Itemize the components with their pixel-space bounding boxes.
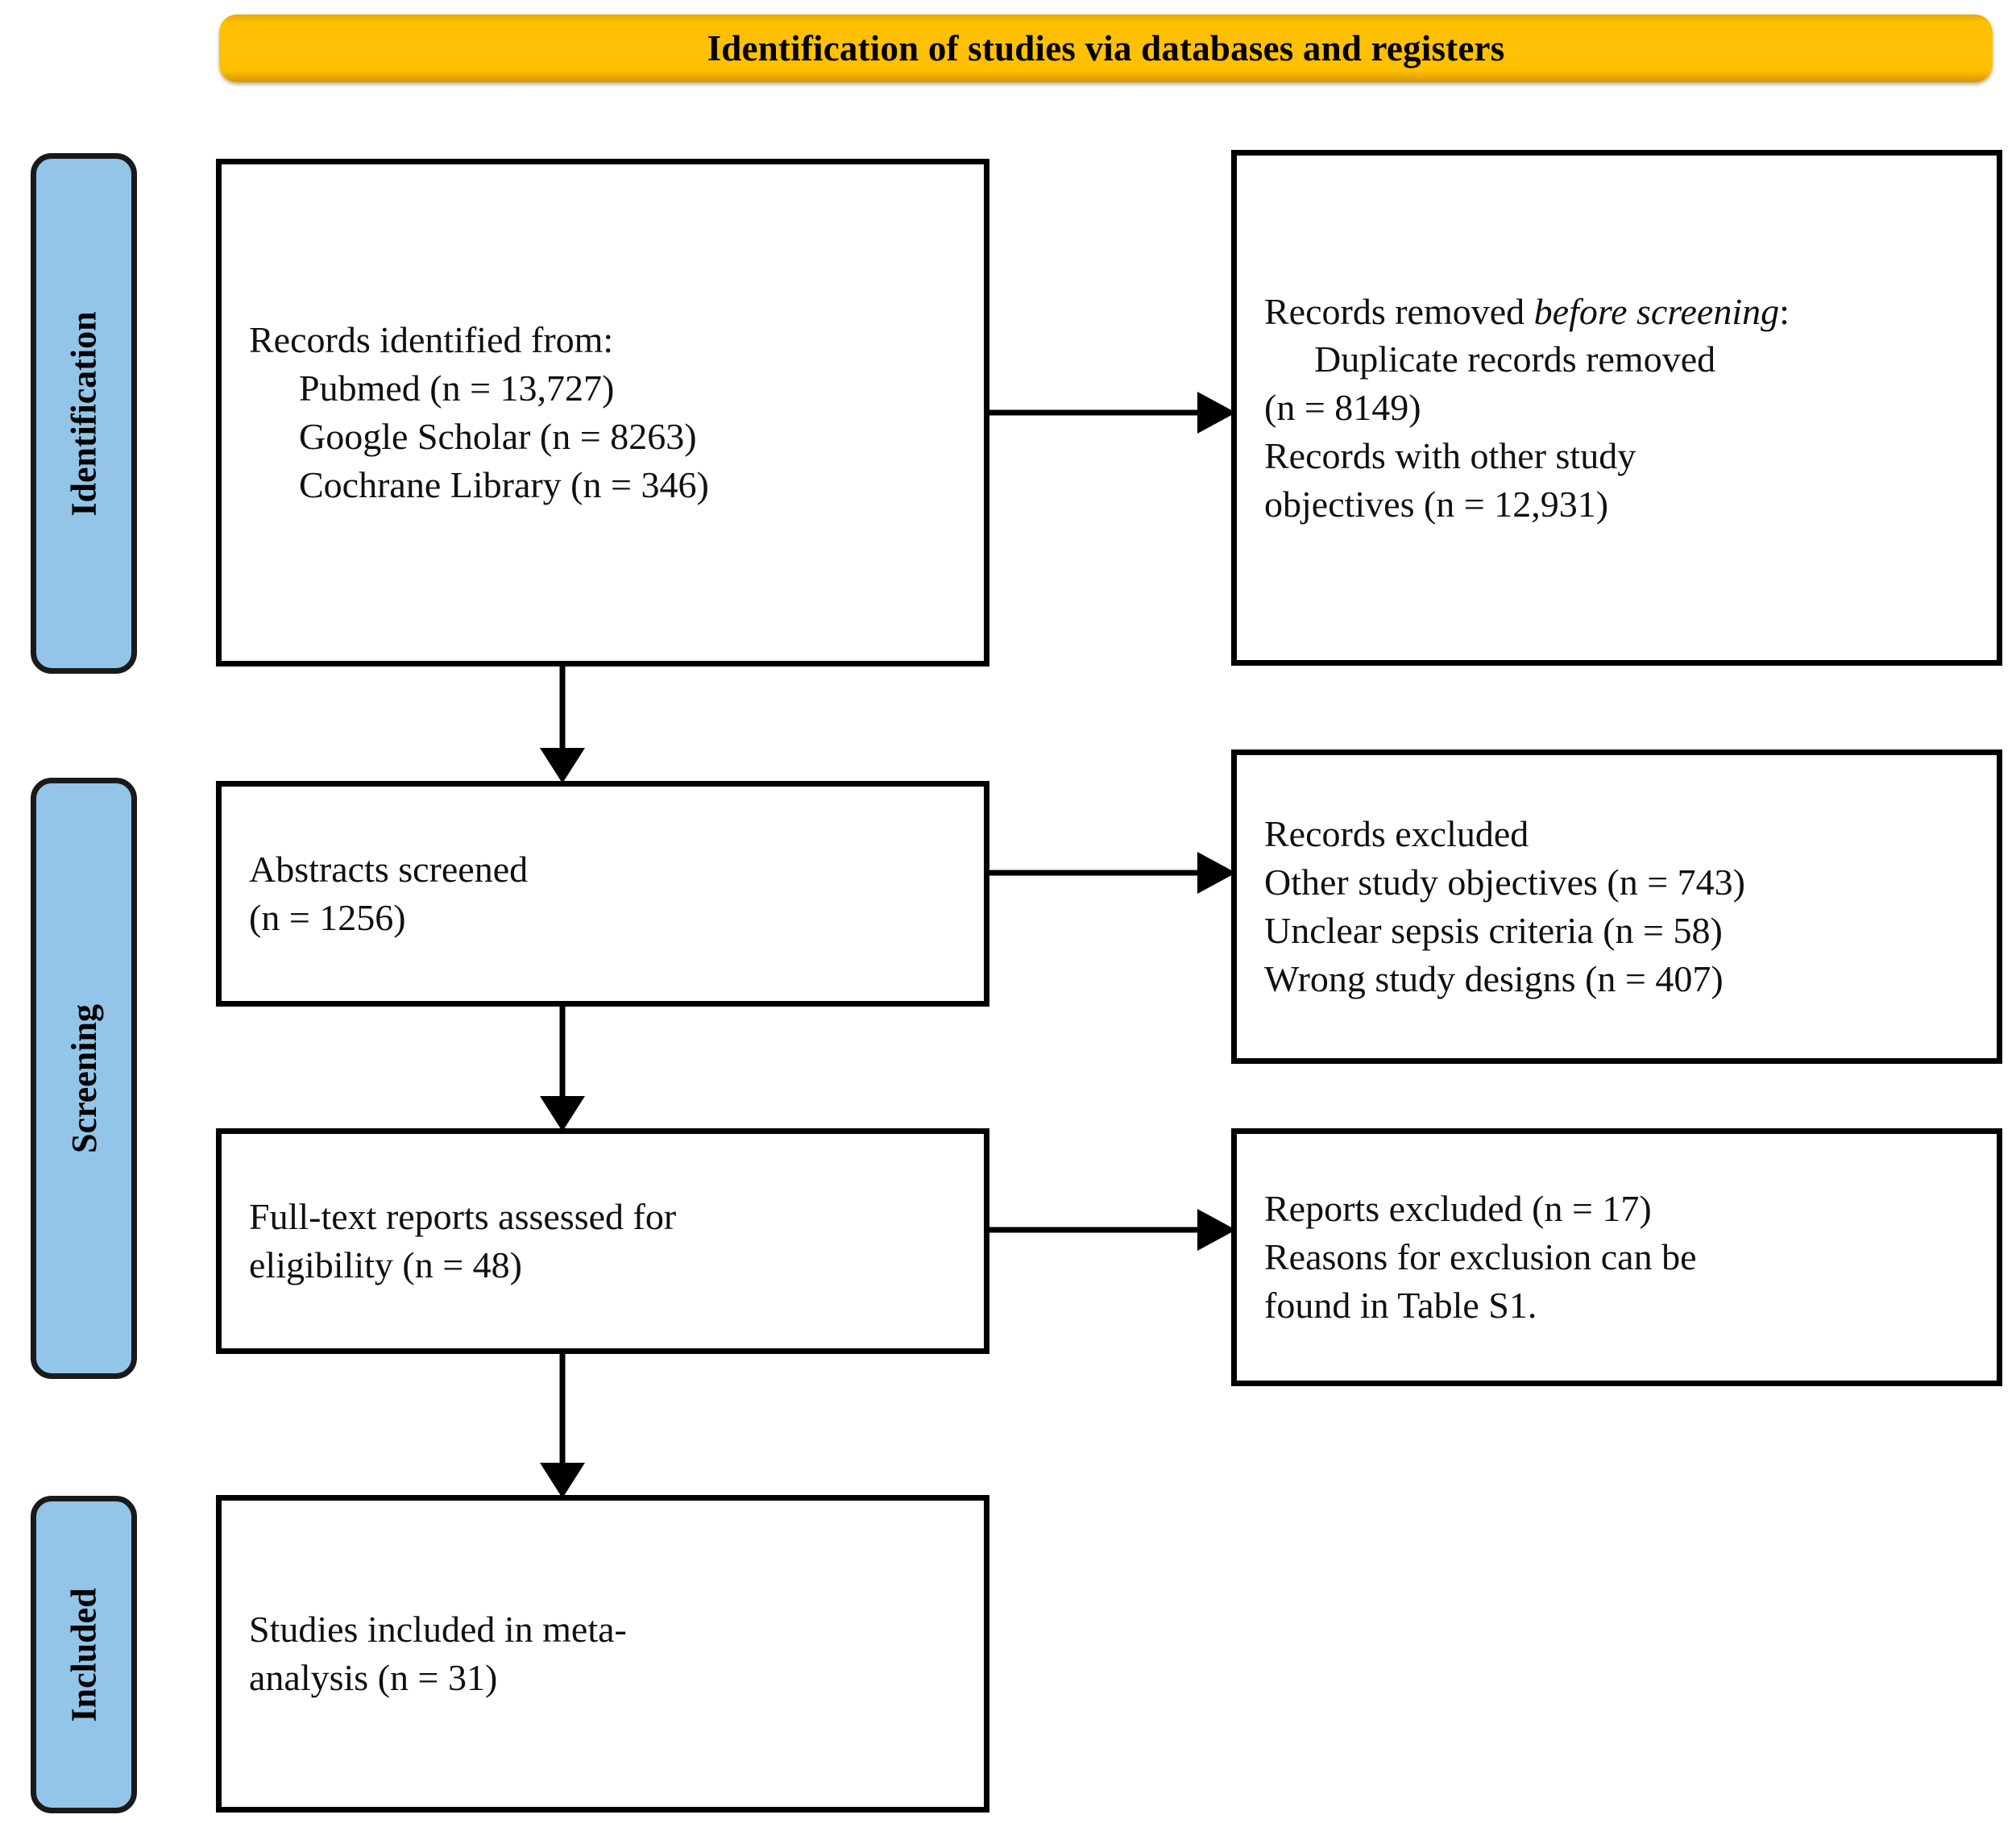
stage-label-included: Included [31,1496,137,1813]
arrow-right-fulltext-to-reports-excluded [986,1199,1238,1260]
records-removed-heading-lead: Records removed [1264,290,1534,332]
reports-excluded-line-3: found in Table S1. [1264,1284,1537,1326]
records-excluded-line-2: Other study objectives (n = 743) [1264,862,1745,903]
records-identified-line-1: Records identified from: [249,319,614,361]
arrow-down-screened-to-fulltext [532,1004,593,1133]
box-abstracts-screened: Abstracts screened (n = 1256) [216,781,989,1007]
fulltext-assessed-line-1: Full-text reports assessed for [249,1196,677,1238]
page-title: Identification of studies via databases … [707,28,1505,69]
records-identified-line-4: Cochrane Library (n = 346) [299,463,709,505]
arrow-right-identified-to-removed [986,382,1238,443]
studies-included-line-1: Studies included in meta- [249,1609,627,1651]
records-excluded-line-3: Unclear sepsis criteria (n = 58) [1264,910,1723,951]
reports-excluded-line-1: Reports excluded (n = 17) [1264,1188,1652,1230]
reports-excluded-line-2: Reasons for exclusion can be [1264,1236,1697,1278]
box-records-removed-before-screening: Records removed before screening: Duplic… [1231,150,2002,666]
box-records-excluded: Records excluded Other study objectives … [1231,750,2002,1064]
records-removed-line-2: (n = 8149) [1264,387,1421,429]
records-removed-heading: Records removed before screening: [1264,288,1969,336]
abstracts-screened-line-1: Abstracts screened [249,849,529,891]
arrow-down-fulltext-to-included [532,1352,593,1500]
box-fulltext-reports-assessed: Full-text reports assessed for eligibili… [216,1128,989,1354]
stage-label-identification-text: Identification [64,310,104,517]
box-records-identified: Records identified from: Pubmed (n = 13,… [216,159,989,666]
stage-label-screening-text: Screening [64,1003,104,1153]
records-excluded-line-1: Records excluded [1264,813,1529,855]
studies-included-line-2: analysis (n = 31) [249,1657,498,1698]
stage-label-identification: Identification [31,153,137,674]
arrow-down-identified-to-screened [532,664,593,785]
stage-label-included-text: Included [64,1587,104,1722]
records-identified-line-3: Google Scholar (n = 8263) [299,416,697,457]
records-removed-line-4: objectives (n = 12,931) [1264,483,1609,525]
diagram-header-banner: Identification of studies via databases … [219,15,1993,82]
records-identified-line-2: Pubmed (n = 13,727) [299,368,615,409]
box-reports-excluded: Reports excluded (n = 17) Reasons for ex… [1231,1128,2002,1386]
arrow-right-screened-to-excluded [986,842,1238,903]
abstracts-screened-line-2: (n = 1256) [249,897,406,938]
fulltext-assessed-line-2: eligibility (n = 48) [249,1244,522,1285]
records-removed-line-1: Duplicate records removed [1314,338,1716,380]
records-excluded-line-4: Wrong study designs (n = 407) [1264,957,1724,999]
stage-label-screening: Screening [31,778,137,1379]
records-removed-heading-italic: before screening [1533,290,1780,332]
records-removed-heading-tail: : [1779,290,1790,332]
records-removed-line-3: Records with other study [1264,434,1636,476]
box-studies-included-in-meta-analysis: Studies included in meta- analysis (n = … [216,1495,989,1813]
